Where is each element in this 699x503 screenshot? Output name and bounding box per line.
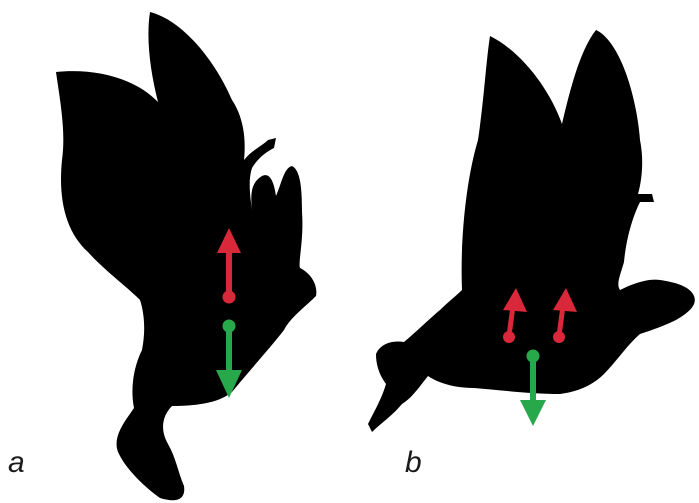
bird-silhouette-a xyxy=(56,12,316,500)
panel-b xyxy=(368,30,695,432)
panel-label-b: b xyxy=(405,448,422,478)
force-down-origin-b xyxy=(527,350,540,363)
force-up-origin-b-left xyxy=(503,331,515,343)
force-up-origin-a xyxy=(223,291,236,304)
panel-label-a: a xyxy=(8,448,25,478)
force-up-origin-b-right xyxy=(553,331,565,343)
force-down-arrowhead-b xyxy=(520,400,546,426)
panel-a xyxy=(56,12,316,500)
force-down-origin-a xyxy=(223,320,236,333)
